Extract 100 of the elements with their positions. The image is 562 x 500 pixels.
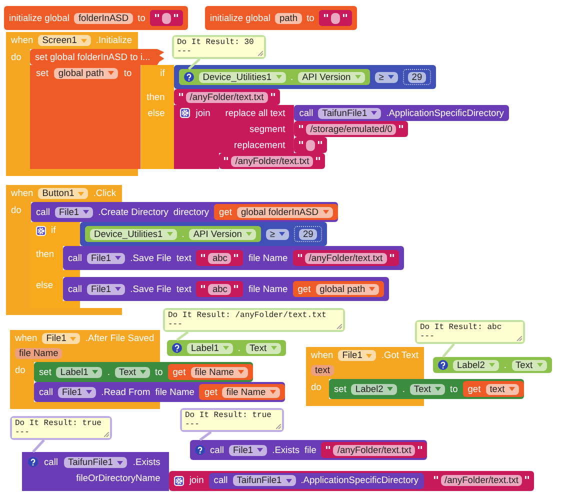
code-label: .ApplicationSpecificDirectory	[386, 108, 504, 118]
dropdown-field: Screen1	[38, 35, 91, 46]
join-block	[169, 470, 534, 490]
code-label: text	[176, 284, 192, 294]
text-string-block	[294, 121, 408, 137]
code-label: replace all text	[225, 108, 286, 118]
code-label: text	[176, 252, 192, 264]
method-call-block	[31, 202, 338, 222]
dropdown-field: global path	[316, 284, 380, 294]
code-label: .	[504, 360, 507, 370]
code-label: call	[39, 386, 53, 398]
method-call-block	[34, 382, 285, 402]
code-label: call	[214, 475, 228, 486]
dropdown-field: File1	[54, 206, 94, 218]
dropdown-field: File1	[58, 386, 96, 398]
dropdown-field: file Name	[190, 366, 248, 378]
dropdown-field: Text	[410, 384, 445, 394]
property-setter-block	[329, 379, 524, 399]
code-label: .Exists	[132, 457, 160, 468]
code-label: to	[124, 68, 132, 78]
dropdown-field: Device_Utilities1	[198, 72, 286, 82]
text-string-block	[294, 137, 328, 153]
get-variable-block	[199, 384, 285, 400]
method-call-block	[294, 105, 509, 121]
code-label: .Create Directory	[98, 206, 168, 218]
code-label: .Got Text	[381, 350, 418, 361]
comment-field: Do It Result: abc ---	[417, 322, 523, 342]
dropdown-field: Button1	[38, 188, 88, 199]
text-field: /anyFolder/text.txt	[440, 475, 522, 486]
property-getter-block	[178, 69, 370, 85]
global-variable-block	[205, 6, 358, 30]
get-variable-block	[292, 281, 384, 297]
compare-block	[80, 222, 328, 246]
get-variable-block	[462, 381, 524, 397]
comment-field: Do It Result: 30 ---	[174, 37, 264, 57]
code-label: .	[107, 366, 110, 378]
dropdown-field: Device_Utilities1	[90, 228, 177, 240]
method-call-block	[63, 277, 390, 301]
dropdown-field: File1	[86, 284, 126, 294]
code-label: set	[36, 68, 48, 78]
set-variable-block	[30, 65, 509, 169]
text-string-block	[292, 250, 399, 266]
method-call-block	[63, 246, 404, 270]
code-label: initialize global	[9, 12, 70, 24]
code-label: file	[304, 444, 316, 456]
get-variable-block	[214, 204, 338, 220]
code-label: if	[51, 225, 56, 236]
method-call-block	[208, 472, 424, 488]
code-label: .Save File	[130, 252, 172, 264]
property-getter-block	[85, 226, 261, 242]
code-label: initialize global	[210, 12, 270, 24]
text-string-block	[319, 10, 352, 26]
comment-field: Do It Result: true ---	[12, 418, 110, 438]
code-label: to	[138, 12, 146, 24]
text-string-block	[196, 250, 244, 266]
code-label: .ApplicationSpecificDirectory	[300, 475, 419, 486]
dropdown-field: Label1	[187, 342, 233, 354]
dropdown-field: file Name	[222, 386, 280, 398]
text-field: abc	[208, 252, 232, 264]
parameter-field: file Name	[15, 348, 62, 359]
code-label: do	[15, 365, 26, 376]
code-label: .Read From	[101, 386, 150, 398]
code-label: .	[238, 342, 241, 354]
dropdown-field: TaifunFile1	[232, 475, 296, 486]
parameter-field: text	[311, 365, 334, 376]
code-label: do	[311, 382, 322, 393]
dropdown-field: text	[486, 384, 519, 394]
code-label: when	[15, 333, 38, 344]
number-block	[402, 69, 432, 85]
code-label: get	[204, 386, 218, 398]
text-field: /anyFolder/text.txt	[231, 156, 314, 166]
text-string-block	[174, 89, 280, 105]
code-label: get	[298, 284, 311, 294]
code-label: then	[146, 92, 165, 102]
dropdown-field: API Version	[298, 72, 365, 82]
dropdown-field: File1	[42, 333, 80, 344]
code-label: .Click	[93, 188, 116, 199]
dropdown-field: TaifunFile1	[64, 457, 127, 468]
dropdown-field: Text	[114, 366, 150, 378]
code-label: fileOrDirectoryName	[76, 473, 160, 484]
code-label: when	[11, 188, 34, 199]
dropdown-field: File1	[338, 350, 376, 361]
comment-field: Do It Result: true ---	[182, 410, 282, 430]
dropdown-field: ≥	[374, 72, 398, 82]
dropdown-field: Text	[246, 342, 281, 354]
text-string-block	[219, 153, 326, 169]
collapsed-block	[30, 49, 164, 65]
number-block	[294, 226, 322, 242]
code-label: file Name	[248, 252, 288, 264]
text-string-block	[150, 10, 184, 26]
code-label: when	[11, 35, 34, 46]
if-else-block	[140, 65, 509, 169]
dropdown-field: File1	[86, 252, 126, 264]
compare-block	[174, 65, 436, 89]
code-label: else	[148, 108, 165, 118]
code-label: to	[154, 366, 163, 378]
get-variable-block	[168, 364, 253, 380]
code-label: .	[290, 72, 294, 82]
number-field: 29	[299, 228, 318, 240]
code-label: file Name	[155, 386, 194, 398]
